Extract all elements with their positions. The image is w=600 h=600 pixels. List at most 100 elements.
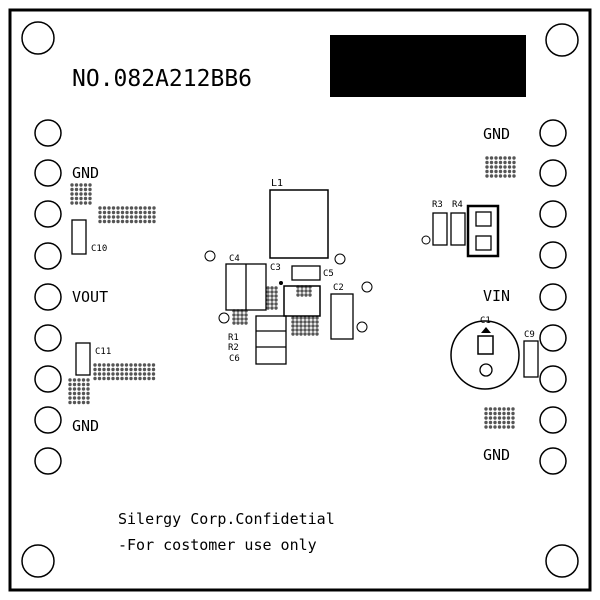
via-array-right-gnd-top-via — [503, 174, 507, 178]
test-point-5 — [356, 321, 368, 333]
via-array-left-gnd-bottom-tall-via — [72, 378, 77, 382]
ic-footprint — [283, 285, 321, 317]
via-array-left-gnd-top-via — [74, 183, 79, 187]
via-array-right-gnd-top-via — [512, 169, 516, 174]
via-array-left-gnd-bottom-tall-via — [72, 396, 77, 400]
via-array-left-gnd-bottom-tall-via — [68, 382, 72, 387]
via-array-left-gnd-top-wide-via — [147, 219, 152, 224]
via-array-left-gnd-bottom-tall-via — [77, 391, 81, 396]
via-array-left-gnd-top-wide-via — [143, 206, 147, 210]
via-array-left-gnd-bottom-via — [138, 363, 142, 367]
via-array-left-gnd-bottom-via — [129, 372, 133, 376]
mounting-hole-bottom-left — [21, 544, 55, 578]
via-array-left-gnd-bottom-via — [97, 376, 102, 381]
via-array-left-gnd-top-wide-via — [98, 215, 102, 219]
via-array-right-gnd-bottom-via — [484, 407, 488, 411]
mounting-hole-bottom-right — [545, 544, 579, 578]
via-array-right-gnd-top-via — [498, 174, 503, 178]
c1-pad-positive — [477, 335, 494, 355]
via-array-left-gnd-top-via — [70, 187, 74, 192]
via-array-ic-left-via — [266, 298, 270, 302]
via-array-left-gnd-top-via — [88, 196, 92, 201]
via-array-left-gnd-top-via — [79, 192, 83, 196]
via-array-ic-bottom-via — [307, 328, 311, 332]
test-point-2 — [334, 253, 346, 265]
via-array-left-gnd-top-wide-via — [129, 215, 134, 219]
via-array-right-gnd-bottom-via — [488, 420, 493, 425]
via-array-right-gnd-bottom-via — [506, 407, 511, 411]
via-array-right-gnd-bottom-via — [506, 425, 511, 429]
via-array-left-gnd-top-via — [88, 183, 92, 187]
via-array-left-gnd-top-wide-via — [147, 215, 152, 219]
via-array-left-gnd-bottom-via — [93, 367, 97, 372]
via-array-left-gnd-top-via — [83, 187, 88, 192]
via-array-right-gnd-top-via — [498, 165, 503, 169]
via-array-left-gnd-bottom-tall-via — [81, 382, 86, 387]
via-array-left-gnd-bottom-via — [142, 367, 147, 372]
via-array-r1-via — [240, 321, 244, 325]
via-array-right-gnd-bottom-via — [488, 407, 493, 411]
via-array-ic-bottom-via — [295, 324, 299, 328]
via-array-right-gnd-bottom-via — [502, 420, 506, 425]
via-array-left-gnd-top-via — [79, 201, 83, 205]
via-array-left-gnd-bottom-via — [138, 372, 142, 376]
via-array-right-gnd-bottom-via — [488, 411, 493, 416]
via-array-right-gnd-top-via — [507, 165, 512, 169]
via-array-ic-bottom-via — [307, 324, 311, 328]
label-left-gnd-top: GND — [72, 164, 99, 182]
via-array-right-gnd-top-via — [512, 160, 516, 165]
via-array-right-gnd-top-via — [489, 156, 494, 160]
via-array-r1-via — [244, 313, 248, 317]
via-array-left-gnd-top-wide-via — [134, 219, 138, 224]
via-array-ic-bottom-via — [311, 328, 315, 332]
via-array-ic-bottom-via — [291, 324, 295, 328]
via-array-ic-bottom-via — [307, 316, 311, 320]
via-array-ic-left-via — [266, 290, 270, 294]
via-array-left-gnd-bottom-via — [151, 363, 156, 367]
via-array-left-gnd-top-wide-via — [143, 219, 147, 224]
via-array-left-gnd-top-wide-via — [125, 219, 129, 224]
via-array-ic-left-via — [270, 290, 274, 294]
via-array-left-gnd-top-wide-via — [129, 210, 134, 215]
via-array-right-gnd-top-via — [494, 169, 498, 174]
via-array-ic-top-via — [296, 289, 300, 293]
left-pin-1 — [34, 119, 62, 147]
via-array-ic-bottom-via — [315, 328, 319, 332]
via-array-left-gnd-bottom-via — [147, 367, 151, 372]
right-header — [539, 119, 567, 475]
via-array-ic-bottom-via — [315, 320, 319, 324]
via-array-ic-bottom-via — [303, 320, 307, 324]
mounting-hole-top-left — [21, 21, 55, 55]
c1-capacitor-outline — [450, 320, 520, 390]
via-array-right-gnd-bottom-via — [497, 420, 502, 425]
left-pin-5 — [34, 283, 62, 311]
via-array-left-gnd-top-via — [79, 187, 83, 192]
serial-block — [330, 35, 526, 97]
via-array-left-gnd-top-wide-via — [134, 215, 138, 219]
jumper-pin-1 — [475, 211, 492, 227]
via-array-ic-bottom-via — [303, 332, 307, 336]
label-r3: R3 — [432, 200, 443, 210]
via-array-ic-left-via — [270, 286, 274, 290]
via-array-left-gnd-bottom-via — [97, 363, 102, 367]
label-right-gnd-top: GND — [483, 125, 510, 143]
via-array-left-gnd-top-wide-via — [120, 215, 125, 219]
via-array-right-gnd-top-via — [485, 160, 489, 165]
via-array-left-gnd-top-wide-via — [152, 215, 156, 219]
label-c11: C11 — [95, 347, 111, 357]
via-array-left-gnd-top-wide-via — [138, 210, 143, 215]
r1-r2-footprint — [255, 315, 287, 365]
via-array-right-gnd-bottom-via — [497, 425, 502, 429]
c5-footprint — [291, 265, 321, 281]
via-array-ic-bottom-via — [311, 320, 315, 324]
via-array-right-gnd-bottom-via — [497, 416, 502, 420]
via-array-left-gnd-bottom-tall-via — [86, 391, 90, 396]
via-array-left-gnd-bottom-via — [93, 363, 97, 367]
via-array-left-gnd-bottom-via — [120, 372, 124, 376]
via-array-left-gnd-bottom-via — [129, 376, 133, 381]
via-array-left-gnd-bottom-tall-via — [77, 396, 81, 400]
via-array-left-gnd-bottom-via — [102, 363, 106, 367]
via-array-r1-via — [232, 317, 236, 321]
via-array-left-gnd-bottom-via — [142, 372, 147, 376]
